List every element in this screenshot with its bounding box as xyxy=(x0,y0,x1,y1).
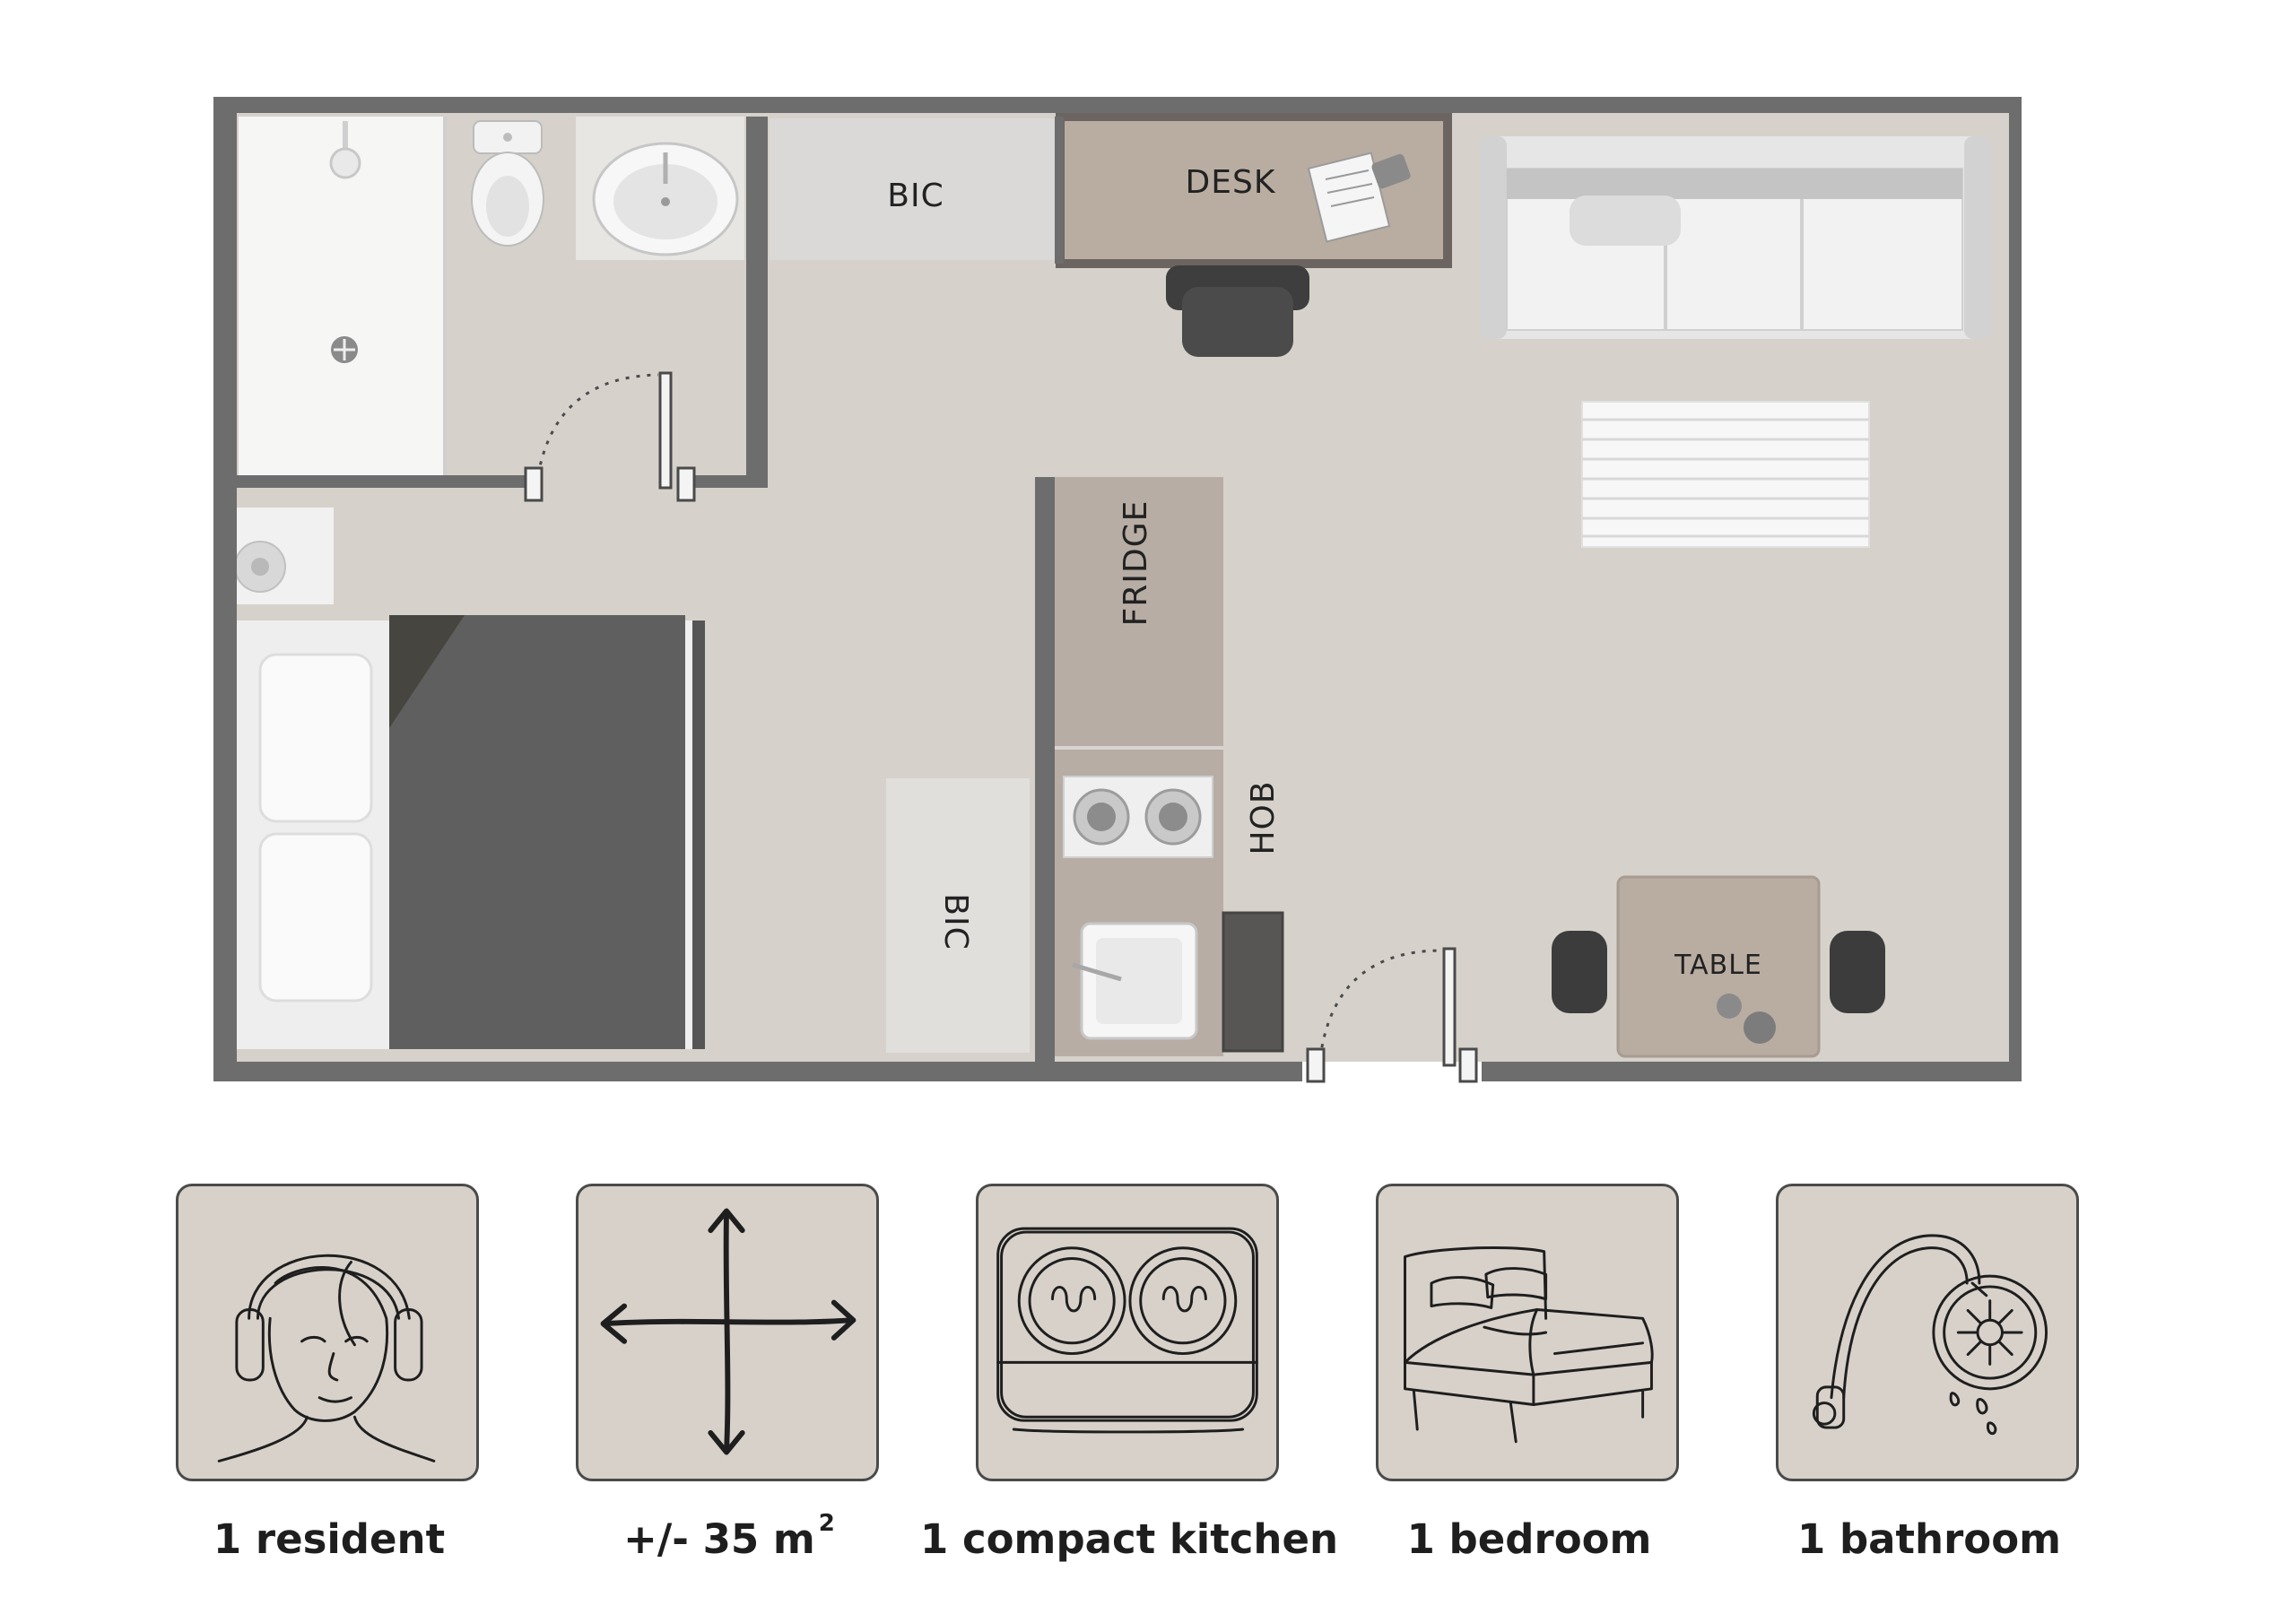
feature-bedroom-tile xyxy=(1376,1184,1679,1481)
desk-label: DESK xyxy=(1186,164,1276,201)
kitchen-sink-icon xyxy=(1072,922,1198,1040)
desk xyxy=(1056,112,1452,268)
bic-top-label: BIC xyxy=(887,178,944,214)
area-arrows-icon xyxy=(600,1208,857,1455)
hob-icon xyxy=(1063,776,1213,858)
feature-resident-tile xyxy=(176,1184,479,1481)
feature-kitchen-tile xyxy=(976,1184,1279,1481)
feature-area-tile xyxy=(576,1184,879,1481)
feature-bathroom-tile xyxy=(1776,1184,2079,1481)
walls xyxy=(213,97,2022,1081)
sofa-icon xyxy=(1480,136,1991,339)
bed-icon xyxy=(1404,1246,1654,1444)
hob-icon xyxy=(996,1227,1258,1434)
feature-area-superscript: 2 xyxy=(818,1510,835,1537)
dining-table-icon xyxy=(1552,875,1885,1058)
bic-bottom-label: BIC xyxy=(937,893,974,950)
floor-plan: BIC DESK xyxy=(213,97,2022,1083)
rug-icon xyxy=(1581,401,1870,548)
desk-chair-icon xyxy=(1166,265,1309,357)
table-label: TABLE xyxy=(1674,950,1762,981)
entrance-door-icon xyxy=(1302,947,1482,1083)
feature-area-value: +/- 35 m xyxy=(623,1515,815,1563)
feature-bathroom: 1 bathroom xyxy=(1776,1184,2083,1563)
oven-unit xyxy=(1222,911,1284,1053)
shower-icon xyxy=(1812,1234,2048,1436)
bic-bottom-cabinet xyxy=(886,778,1030,1053)
toilet-icon xyxy=(471,120,544,247)
feature-bedroom: 1 bedroom xyxy=(1376,1184,1683,1563)
feature-bedroom-label: 1 bedroom xyxy=(1406,1515,1652,1563)
bathroom-door-icon xyxy=(524,371,696,502)
feature-kitchen: 1 compact kitchen xyxy=(920,1184,1338,1563)
feature-resident-label: 1 resident xyxy=(213,1515,446,1563)
fridge-label: FRIDGE xyxy=(1118,500,1154,627)
bed-icon xyxy=(237,615,705,1049)
laptop-papers-icon xyxy=(1307,152,1411,243)
shower-drain-icon xyxy=(331,336,358,363)
person-headphones-icon xyxy=(217,1254,436,1462)
feature-resident: 1 resident xyxy=(176,1184,483,1563)
washing-machine-icon xyxy=(234,508,334,604)
feature-bathroom-label: 1 bathroom xyxy=(1796,1515,2062,1563)
bathroom-sink-icon xyxy=(576,117,744,260)
shower-head-icon xyxy=(329,121,361,179)
bic-top-cabinet xyxy=(770,118,1057,260)
feature-kitchen-label: 1 compact kitchen xyxy=(919,1515,1339,1563)
hob-label: HOB xyxy=(1245,780,1282,855)
